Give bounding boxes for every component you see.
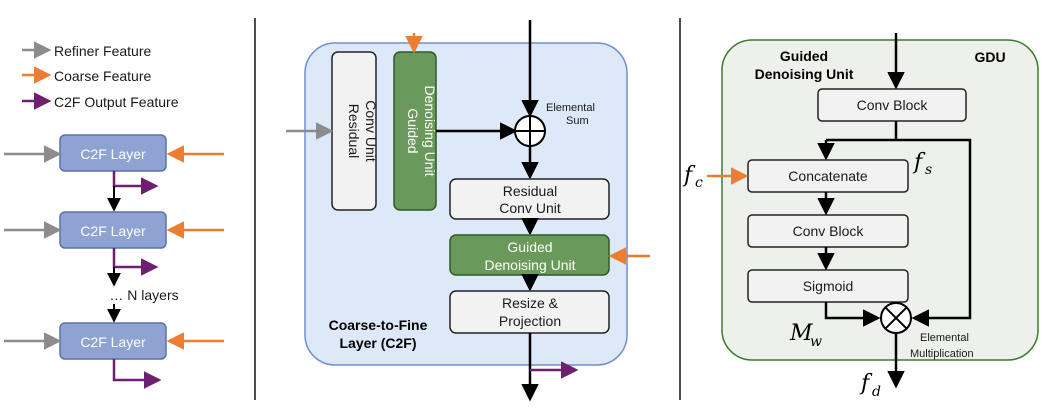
c2f-title-1: Coarse-to-Fine [329,317,428,333]
mw-label-sub: w [810,334,822,350]
gdu-detail: Guided Denoising Unit GDU Conv Block f s… [682,33,1039,400]
conv-block-2 [747,214,909,248]
residual-conv-unit-vertical-label-2: Conv Unit [363,100,379,162]
fc-label: f [682,163,696,188]
gdu-box-label-2: Denoising Unit [484,257,575,273]
residual-conv-unit-vertical-label-1: Residual [346,104,362,158]
legend-output-label: C2F Output Feature [54,94,179,110]
c2f-title-2: Layer (C2F) [339,335,416,351]
gdu-box-label-1: Guided [507,239,552,255]
elemental-mult-label-2: Multiplication [910,348,974,360]
c2f-layer-detail: Residual Conv Unit Guided Denoising Unit… [286,20,650,402]
residual-conv-unit-label-2: Conv Unit [499,200,561,216]
mw-label: M [789,321,813,346]
sigmoid-block [747,269,909,303]
legend: Refiner Feature Coarse Feature C2F Outpu… [22,41,179,110]
gdu-panel [721,39,1039,361]
fs-label-sub: s [925,162,932,178]
conv-block-1 [817,88,967,122]
fs-bypass-arrow [826,138,972,327]
conv-block-2-label: Conv Block [793,223,865,239]
mw-arrow [824,302,881,327]
times-icon-b [884,306,908,330]
output-arrow [112,171,159,195]
n-layers-label: … N layers [109,287,178,303]
output-arrow [112,248,159,276]
fd-label-sub: d [872,384,881,400]
gdu-vertical-label-1: Guided [405,108,421,153]
sigmoid-label: Sigmoid [803,278,854,294]
gdu-title-1: Guided [780,48,828,64]
c2f-layer-label: C2F Layer [80,223,146,239]
c2f-stack: C2F Layer C2F Layer … N layers C2F Layer [4,134,224,389]
c2f-layer-label: C2F Layer [80,146,146,162]
fc-label-sub: c [695,175,703,191]
elemental-sum-label-2: Sum [566,115,589,127]
legend-refiner-label: Refiner Feature [54,43,151,59]
concatenate-label: Concatenate [788,168,868,184]
resize-projection-label-1: Resize & [502,295,559,311]
gdu-title-2: Denoising Unit [755,66,854,82]
elemental-sum-label-1: Elemental [546,102,595,114]
gdu-vertical-label-2: Denoising Unit [422,85,438,176]
residual-conv-unit-label-1: Residual [503,183,557,199]
c2f-layer-label: C2F Layer [80,334,146,350]
resize-projection-label-2: Projection [499,313,561,329]
legend-coarse-label: Coarse Feature [54,68,151,84]
elemental-mult-label-1: Elemental [920,332,969,344]
output-arrow [112,359,162,389]
conv-block-1-label: Conv Block [857,97,929,113]
gdu-tag: GDU [974,49,1005,65]
fd-label: f [859,371,873,396]
